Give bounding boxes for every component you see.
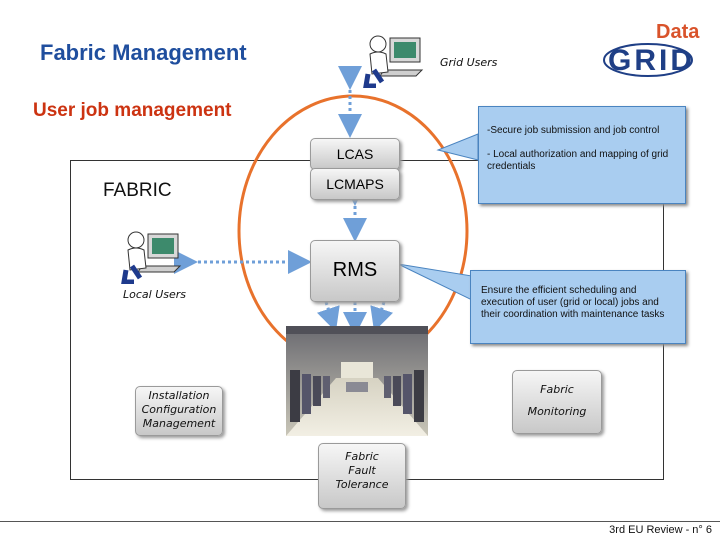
lcmaps-box: LCMAPS [310, 168, 400, 200]
logo-data-text: Data [656, 21, 700, 43]
rms-callout: Ensure the efficient scheduling and exec… [470, 270, 686, 344]
logo-grid-text: GRID [608, 44, 692, 77]
fabric-fault-tolerance-box: Fabric Fault Tolerance [318, 443, 406, 509]
rms-box: RMS [310, 240, 400, 302]
callout-line-authorization: - Local authorization and mapping of gri… [487, 149, 669, 172]
icm-line-2: Configuration [141, 403, 217, 416]
fabric-monitoring-box: Fabric Monitoring [512, 370, 602, 434]
installation-configuration-management-box: Installation Configuration Management [135, 386, 223, 436]
footer-page-number: 3rd EU Review - n° 6 [609, 524, 712, 536]
rms-callout-text: Ensure the efficient scheduling and exec… [481, 285, 665, 320]
fabric-label: FABRIC [103, 180, 172, 201]
local-users-label: Local Users [123, 288, 187, 301]
page-subtitle: User job management [33, 100, 232, 121]
fault-line-1: Fabric [345, 450, 379, 463]
monitoring-line-1: Fabric [540, 383, 574, 396]
computer-center-photo [286, 326, 428, 436]
grid-user-icon [363, 35, 424, 88]
fault-line-3: Tolerance [335, 478, 389, 491]
page-title: Fabric Management [40, 40, 247, 65]
callout-line-submission: -Secure job submission and job control [487, 125, 660, 136]
icm-line-3: Management [142, 417, 216, 430]
fault-line-2: Fault [348, 464, 376, 477]
lcas-lcmaps-callout: -Secure job submission and job control -… [478, 106, 686, 204]
grid-users-label: Grid Users [440, 56, 498, 69]
datagrid-logo: Data GRID [603, 21, 700, 77]
lcas-box: LCAS [310, 138, 400, 170]
rms-photo-arrow-1 [316, 301, 340, 332]
footer-divider [0, 521, 720, 522]
rms-photo-arrow-3 [370, 301, 394, 332]
icm-line-1: Installation [148, 389, 210, 402]
monitoring-line-2: Monitoring [527, 405, 587, 418]
local-user-icon [121, 231, 182, 284]
